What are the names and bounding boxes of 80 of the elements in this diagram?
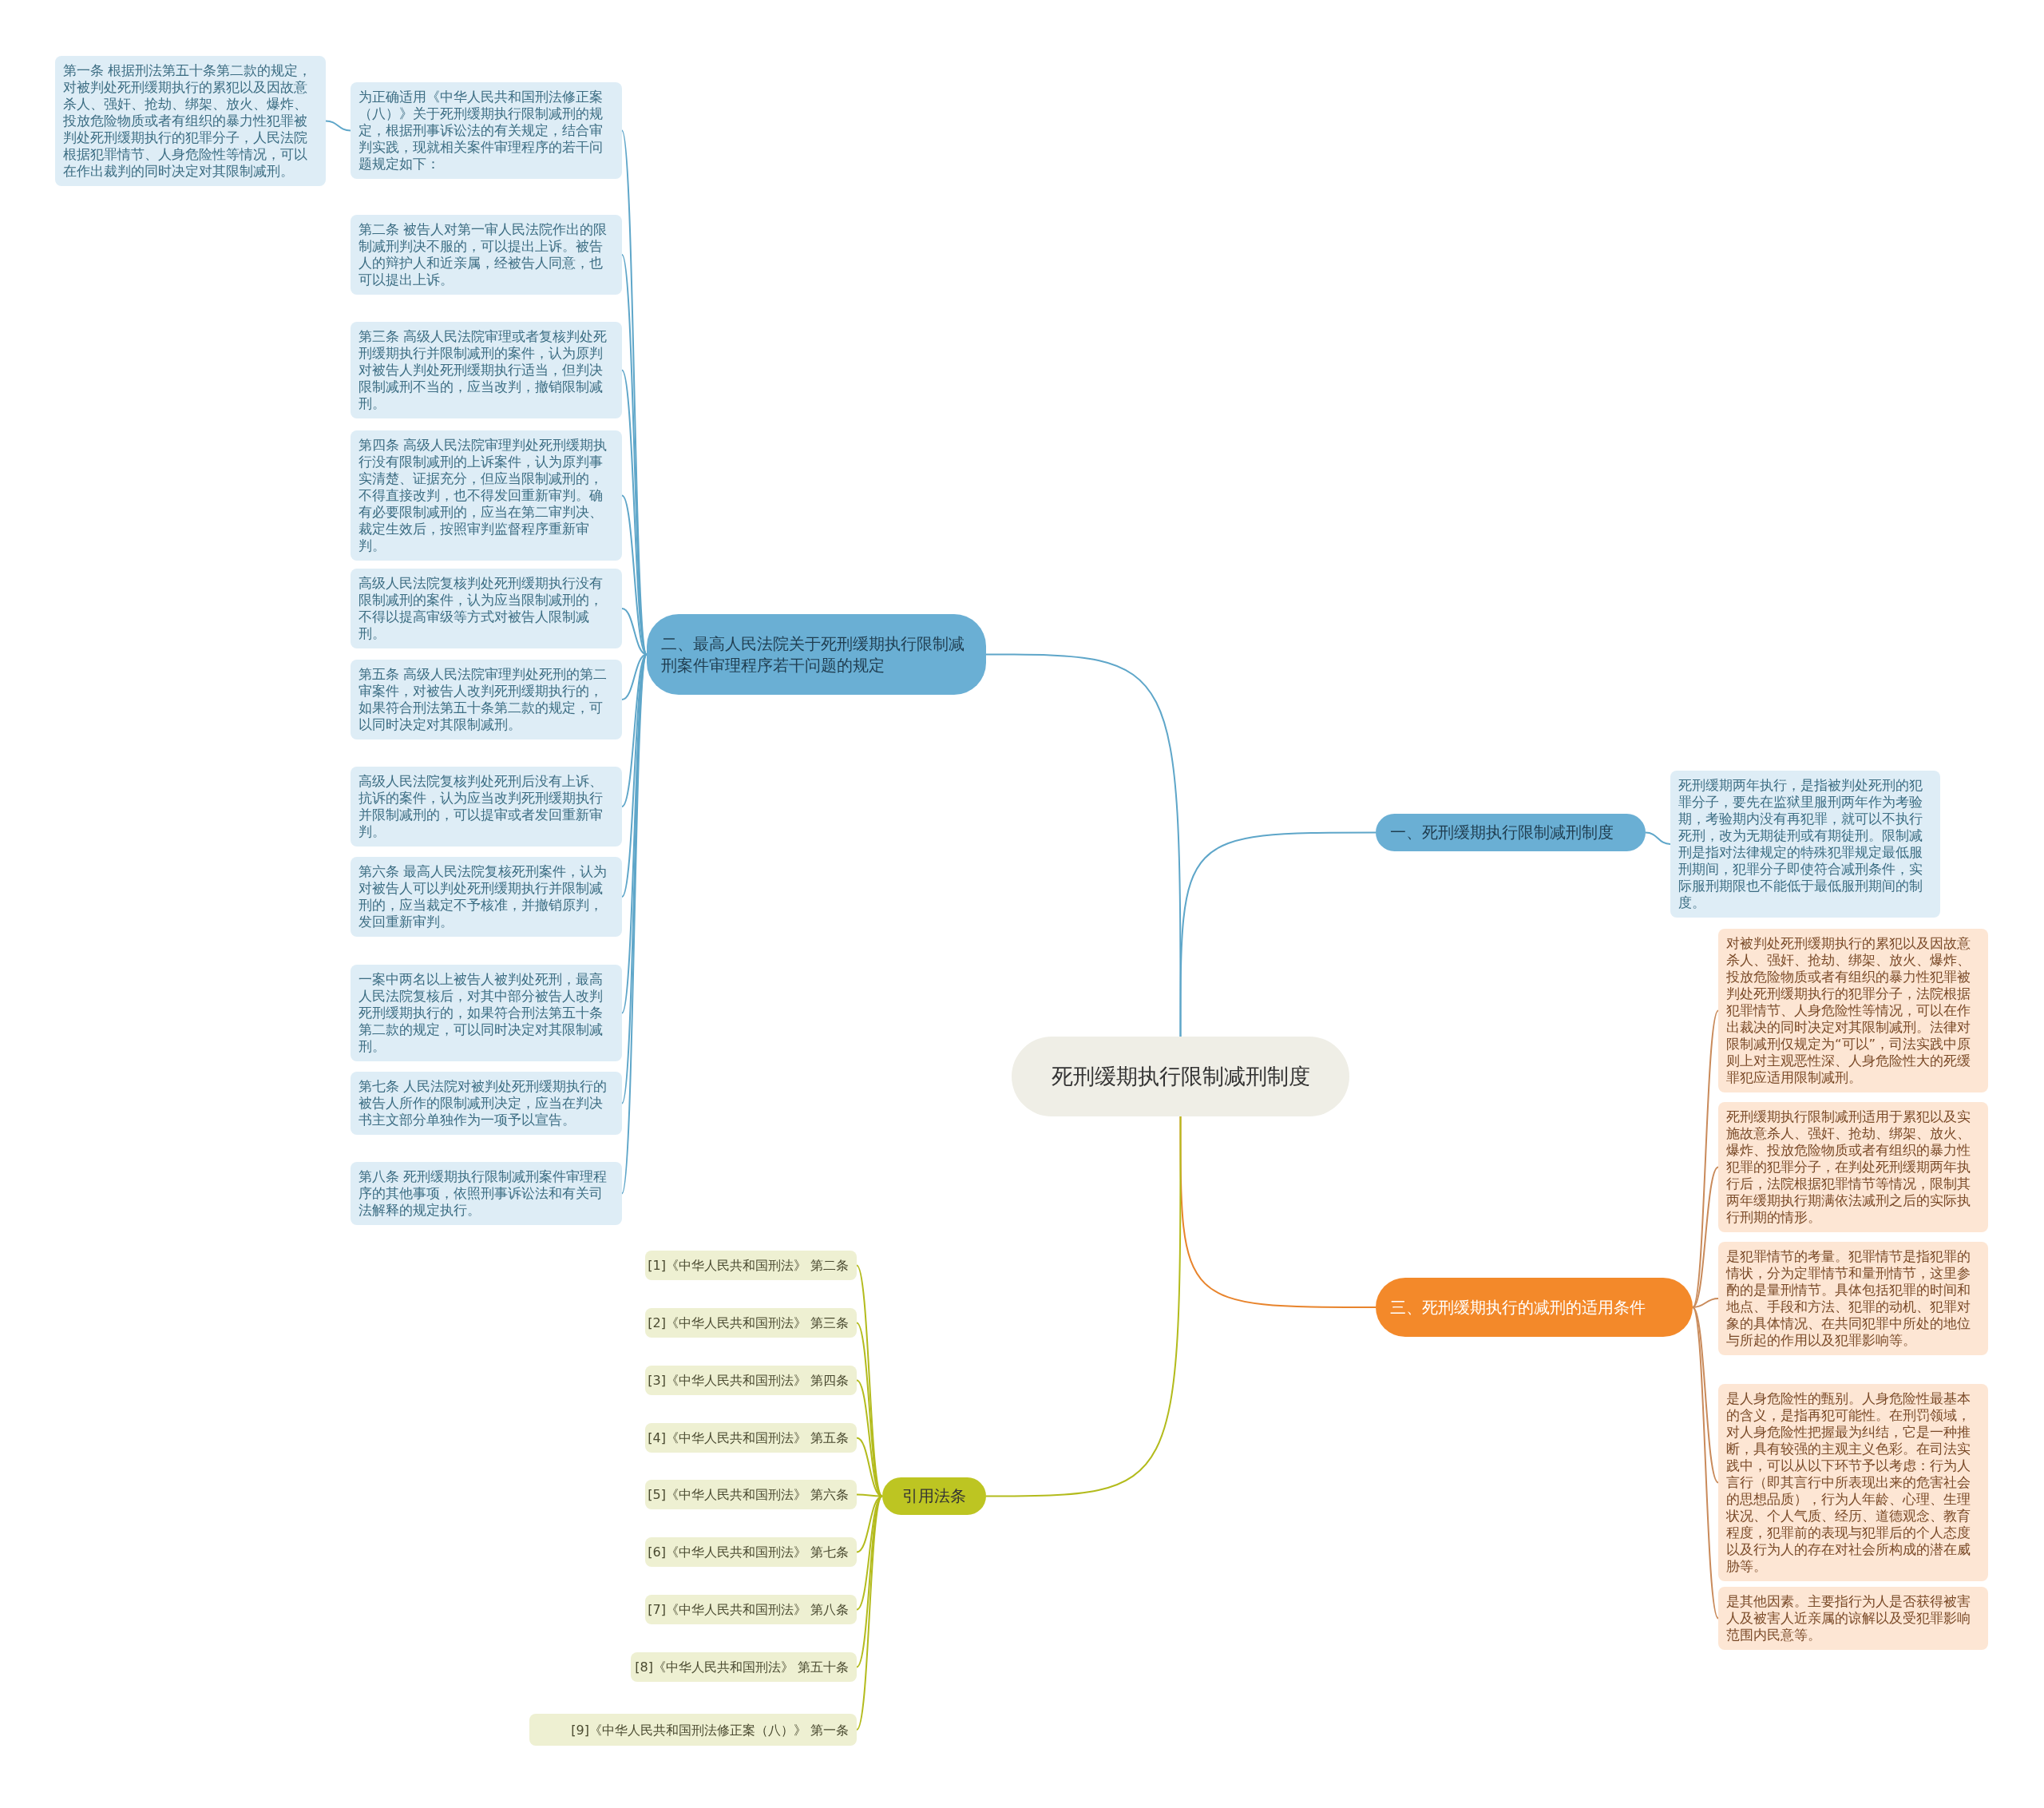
citation-box: [645, 1595, 857, 1624]
note-box: [1718, 929, 1988, 1092]
connector-line: [856, 1322, 883, 1497]
note-text: 是犯罪情节的考量。犯罪情节是指犯罪的情状，分为定罪情节和量刑情节，这里参酌的是量刑情节。具体包括犯罪的时间和地点、手段和方法、犯罪的动机、犯罪对象的具体情况、在共同犯罪中所处的地位与所起的作用以及犯罪影响等。: [1726, 1248, 1971, 1349]
topic-text: 三、死刑缓期执行的减刑的适用条件: [1390, 1296, 1646, 1318]
note-text: 对被判处死刑缓期执行的累犯以及因故意杀人、强奸、抢劫、绑架、放火、爆炸、投放危险物质或者有组织的暴力性犯罪被判处死刑缓期执行的犯罪分子，法院根据犯罪情节、人身危险性等情况，可以在作出裁决的同时决定对其限制减刑。法律对限制减刑仅规定为“可以”，司法实践中原则上对主观恶性深、人身危险性大的死缓罪犯应适用限制减刑。: [1726, 935, 1972, 1086]
connector-line: [325, 120, 351, 132]
note-text: 第五条 高级人民法院审理判处死刑的第二审案件，对被告人改判死刑缓期执行的，如果符合刑法第五十条第二款的规定，可以同时决定对其限制减刑。: [358, 666, 608, 733]
citation-box: [645, 1480, 857, 1509]
note-text: 第一条 根据刑法第五十条第二款的规定，对被判处死刑缓期执行的累犯以及因故意杀人、强奸、抢劫、绑架、放火、爆炸、投放危险物质或者有组织的暴力性犯罪被判处死刑缓期执行的犯罪分子，人民法院根据犯罪情节、人身危险性等情况，可以在作出裁判的同时决定对其限制减刑。: [63, 62, 313, 180]
note-box: [351, 430, 622, 561]
note-text: [4]《中华人民共和国刑法》 第五条: [648, 1429, 849, 1446]
note-box: [351, 857, 622, 937]
citation-box: [645, 1537, 857, 1567]
note-text: 死刑缓期两年执行，是指被判处死刑的犯罪分子，要先在监狱里服刑两年作为考验期，考验期内没有再犯罪，就可以不执行死刑，改为无期徒刑或有期徒刑。限制减刑是指对法律规定的特殊犯罪规定最低服刑期间，犯罪分子即使符合减刑条件，实际服刑期限也不能低于最低服刑期间的制度。: [1678, 777, 1923, 911]
connector-line: [1645, 831, 1671, 845]
citation-box: [645, 1308, 857, 1338]
topic-text: 一、死刑缓期执行限制减刑制度: [1390, 822, 1614, 843]
note-text: 第三条 高级人民法院审理或者复核判处死刑缓期执行并限制减刑的案件，认为原判对被告人判处死刑缓期执行适当，但判决限制减刑不当的，应当改判，撤销限制减刑。: [358, 328, 608, 412]
note-box: [1718, 1102, 1988, 1232]
connector-line: [621, 494, 648, 656]
connector-line: [985, 653, 1182, 1037]
note-text: [6]《中华人民共和国刑法》 第七条: [648, 1544, 849, 1560]
connector-line: [1692, 1306, 1719, 1484]
note-text: 第六条 最高人民法院复核死刑案件，认为对被告人可以判处死刑缓期执行并限制减刑的，应当裁定不予核准，并撤销原判，发回重新审判。: [358, 863, 608, 930]
note-text: 第四条 高级人民法院审理判处死刑缓期执行没有限制减刑的上诉案件，认为原判事实清楚、证据充分，但应当限制减刑的，不得直接改判，也不得发回重新审判。确有必要限制减刑的，应当在第二审判决、裁定生效后，按照审判监督程序重新审判。: [358, 437, 608, 554]
connector-line: [985, 1116, 1182, 1497]
citation-box: [645, 1423, 857, 1453]
connector-line: [1179, 831, 1377, 1037]
citation-box: [645, 1251, 857, 1280]
citation-box: [645, 1366, 857, 1395]
note-text: 第七条 人民法院对被判处死刑缓期执行的被告人所作的限制减刑决定，应当在判决书主文部分单独作为一项予以宣告。: [358, 1078, 608, 1128]
connector-line: [621, 653, 648, 807]
note-box: [351, 215, 622, 295]
note-box: [351, 322, 622, 418]
note-text: 第二条 被告人对第一审人民法院作出的限制减刑判决不服的，可以提出上诉。被告人的辩护人和近亲属，经被告人同意，也可以提出上诉。: [358, 221, 608, 288]
topic-text: 死刑缓期执行限制减刑制度: [1051, 1063, 1310, 1090]
connector-line: [856, 1495, 883, 1731]
note-text: [2]《中华人民共和国刑法》 第三条: [648, 1314, 849, 1331]
note-box: [351, 767, 622, 847]
connector-line: [621, 653, 648, 700]
note-box: [1670, 771, 1940, 918]
note-text: [5]《中华人民共和国刑法》 第六条: [648, 1486, 849, 1503]
connector-line: [621, 608, 648, 656]
note-text: 高级人民法院复核判处死刑缓期执行没有限制减刑的案件，认为应当限制减刑的，不得以提高审级等方式对被告人限制减刑。: [358, 575, 604, 642]
citation-box: [631, 1652, 857, 1682]
branch-topic: [882, 1477, 986, 1515]
note-box: [1718, 1384, 1988, 1581]
note-text: 一案中两名以上被告人被判处死刑，最高人民法院复核后，对其中部分被告人改判死刑缓期执行的，如果符合刑法第五十条第二款的规定，可以同时决定对其限制减刑。: [358, 971, 604, 1055]
note-text: [9]《中华人民共和国刑法修正案（八）》 第一条: [571, 1721, 849, 1739]
note-box: [351, 569, 622, 648]
note-box: [351, 965, 622, 1061]
connector-line: [1692, 1306, 1719, 1620]
branch-topic: [1376, 814, 1646, 851]
note-box: [1718, 1242, 1988, 1355]
connector-line: [856, 1495, 883, 1668]
note-box: [351, 660, 622, 739]
note-text: 是人身危险性的甄别。人身危险性最基本的含义，是指再犯可能性。在刑罚领域，对人身危险性把握最为纠结，它是一种推断，具有较强的主观主义色彩。在司法实践中，可以从以下环节予以考虑：行为人言行（即其言行中所表现出来的危害社会的思想品质），行为人年龄、心理、生理状况、个人气质、经历、道德观念、教育程度，犯罪前的表现与犯罪后的个人态度以及行为人的存在对社会所构成的潜在威胁等。: [1726, 1390, 1971, 1575]
topic-text: 引用法条: [902, 1485, 966, 1507]
note-box: [351, 1162, 622, 1225]
note-text: 为正确适用《中华人民共和国刑法修正案（八）》关于死刑缓期执行限制减刑的规定，根据刑事诉讼法的有关规定，结合审判实践，现就相关案件审理程序的若干问题规定如下：: [358, 89, 604, 172]
note-box: [55, 56, 326, 186]
connector-line: [1179, 1116, 1377, 1308]
note-box: [1718, 1587, 1988, 1650]
note-text: [8]《中华人民共和国刑法》 第五十条: [635, 1659, 849, 1675]
note-text: 是其他因素。主要指行为人是否获得被害人及被害人近亲属的谅解以及受犯罪影响范围内民意等。: [1726, 1593, 1971, 1643]
topic-text: 二、最高人民法院关于死刑缓期执行限制减刑案件审理程序若干问题的规定: [661, 632, 965, 676]
note-text: [7]《中华人民共和国刑法》 第八条: [648, 1601, 849, 1618]
connector-line: [1692, 1009, 1719, 1308]
note-text: 高级人民法院复核判处死刑后没有上诉、抗诉的案件，认为应当改判死刑缓期执行并限制减刑的，可以提审或者发回重新审判。: [358, 773, 604, 840]
citation-box: [529, 1714, 857, 1746]
note-text: [3]《中华人民共和国刑法》 第四条: [648, 1372, 849, 1389]
note-box: [351, 1072, 622, 1135]
note-text: 死刑缓期执行限制减刑适用于累犯以及实施故意杀人、强奸、抢劫、绑架、放火、爆炸、投放危险物质或者有组织的暴力性犯罪的犯罪分子，在判处死刑缓期两年执行后，法院根据犯罪情节等情况，限制其两年缓期执行期满依法减刑之后的实际执行刑期的情形。: [1726, 1108, 1971, 1226]
note-box: [351, 82, 622, 179]
note-text: [1]《中华人民共和国刑法》 第二条: [648, 1257, 849, 1274]
note-text: 第八条 死刑缓期执行限制减刑案件审理程序的其他事项，依照刑事诉讼法和有关司法解释的规定执行。: [358, 1168, 608, 1219]
connector-line: [1692, 1298, 1719, 1308]
branch-topic: [647, 614, 986, 695]
connector-line: [1692, 1166, 1719, 1308]
